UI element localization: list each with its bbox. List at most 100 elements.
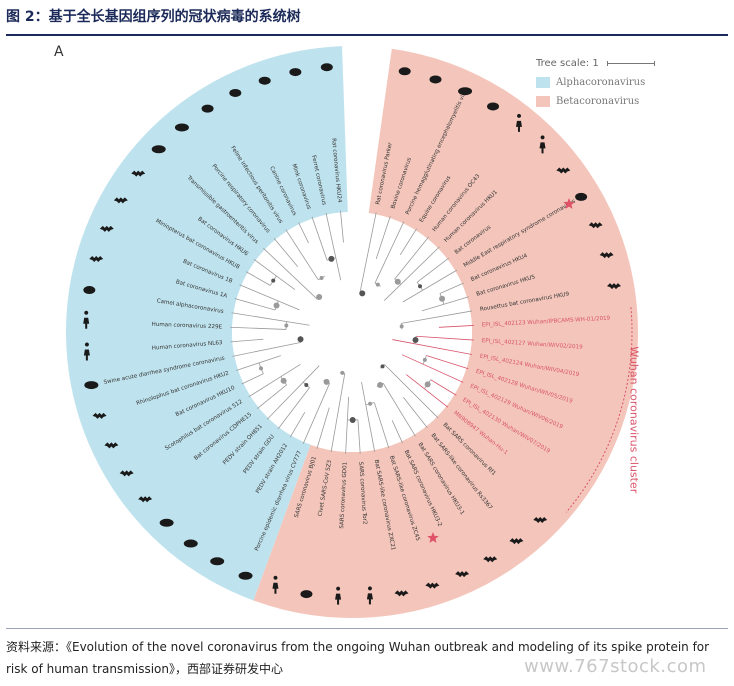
tree-node [439, 295, 446, 302]
panel-letter: A [54, 44, 64, 60]
tree-node [412, 337, 419, 344]
pig-icon [458, 87, 473, 96]
branch-line [402, 269, 458, 303]
bat-icon [455, 571, 470, 578]
tree-node [418, 284, 423, 289]
branch-line [234, 298, 276, 311]
branch-line [415, 335, 474, 341]
bat-icon [588, 222, 603, 229]
branch-line [391, 420, 403, 444]
leaf-label: SARS coronavirus Tor2 [357, 462, 367, 525]
branch-line [359, 212, 377, 293]
rat-icon [320, 63, 333, 72]
branch-line [384, 364, 439, 419]
branch-line [241, 373, 264, 385]
human-icon [272, 575, 279, 594]
branch-line [340, 210, 344, 243]
beta-swatch [536, 96, 550, 107]
bat-icon [92, 412, 107, 419]
tree-branches [230, 210, 474, 454]
human-icon [335, 586, 342, 605]
star-icon [563, 198, 575, 209]
legend-item-beta: Betacoronavirus [536, 96, 676, 107]
tree-node [375, 282, 380, 287]
branch-line [416, 257, 450, 283]
ferret-icon [289, 68, 302, 77]
branch-line [289, 411, 306, 438]
branch-line [311, 216, 328, 261]
tree-scale-bar [606, 61, 655, 66]
tree-node [259, 366, 264, 371]
tree-node [349, 416, 356, 423]
title-rule [6, 34, 728, 36]
branch-line [430, 379, 457, 396]
bat-icon [509, 538, 524, 545]
tree-node [328, 255, 335, 262]
human-icon [83, 342, 90, 361]
branch-line [253, 259, 296, 291]
pig-icon [183, 539, 198, 548]
tree-node [377, 382, 384, 389]
cow-icon [429, 75, 442, 84]
branch-line [345, 396, 349, 454]
beta-label: Betacoronavirus [556, 96, 640, 107]
tree-node [284, 323, 289, 328]
tree-node [280, 377, 287, 384]
horse-icon [487, 102, 500, 111]
alpha-label: Alphacoronavirus [556, 77, 646, 88]
cat-icon [201, 104, 214, 113]
host-icons [83, 63, 622, 605]
watermark: www.767stock.com [524, 656, 707, 677]
tree-node [368, 401, 373, 406]
bat-icon [556, 167, 571, 174]
cluster-bracket-line [565, 307, 633, 513]
tree-node [399, 324, 404, 329]
cluster-label: Wuhan coronavirus cluster [627, 346, 640, 493]
tree-node [422, 357, 427, 362]
branch-line [373, 402, 390, 449]
bat-icon [104, 442, 119, 449]
pig-icon [174, 123, 189, 132]
branch-line [357, 419, 361, 454]
branch-line [231, 312, 310, 326]
branch-line [285, 229, 319, 281]
leaf-label: Human coronavirus NL63 [152, 340, 224, 352]
branch-line [236, 355, 281, 371]
branch-line [426, 355, 469, 370]
betacoronavirus-sector [253, 48, 638, 619]
figure-title: 图 2：基于全长基因组序列的冠状病毒的系统树 [6, 9, 301, 25]
branch-line [239, 284, 300, 311]
bat-icon [607, 283, 622, 290]
branch-line [266, 365, 320, 420]
bat-icon [138, 496, 153, 503]
branch-line [392, 339, 472, 355]
branch-line [406, 374, 449, 408]
branch-line [298, 222, 309, 244]
bat-icon [89, 255, 104, 262]
branch-line [248, 364, 301, 398]
source-note: 资料来源：《Evolution of the novel coronavirus… [6, 640, 710, 676]
branch-line [399, 228, 418, 256]
wuhan-cluster-bracket: Wuhan coronavirus cluster [565, 307, 640, 513]
tree-node [380, 364, 385, 369]
camel-icon [83, 286, 96, 295]
human-icon [539, 135, 546, 154]
pig-icon [84, 381, 99, 390]
branch-line [402, 396, 428, 429]
source-rule [6, 628, 728, 629]
tree-node [297, 336, 304, 343]
branch-line [375, 216, 391, 260]
branch-line [374, 221, 405, 284]
bat-icon [533, 516, 548, 523]
branch-line [325, 212, 342, 281]
tree-scale: Tree scale: 1 [536, 58, 676, 69]
human-icon [83, 310, 90, 329]
ferret-icon [258, 76, 271, 85]
bat-icon [394, 590, 409, 597]
branch-line [302, 383, 330, 444]
pig-icon [238, 571, 253, 580]
human-icon [366, 586, 373, 605]
branch-line [277, 387, 310, 430]
branch-line [401, 310, 473, 324]
tree-node [273, 302, 280, 309]
